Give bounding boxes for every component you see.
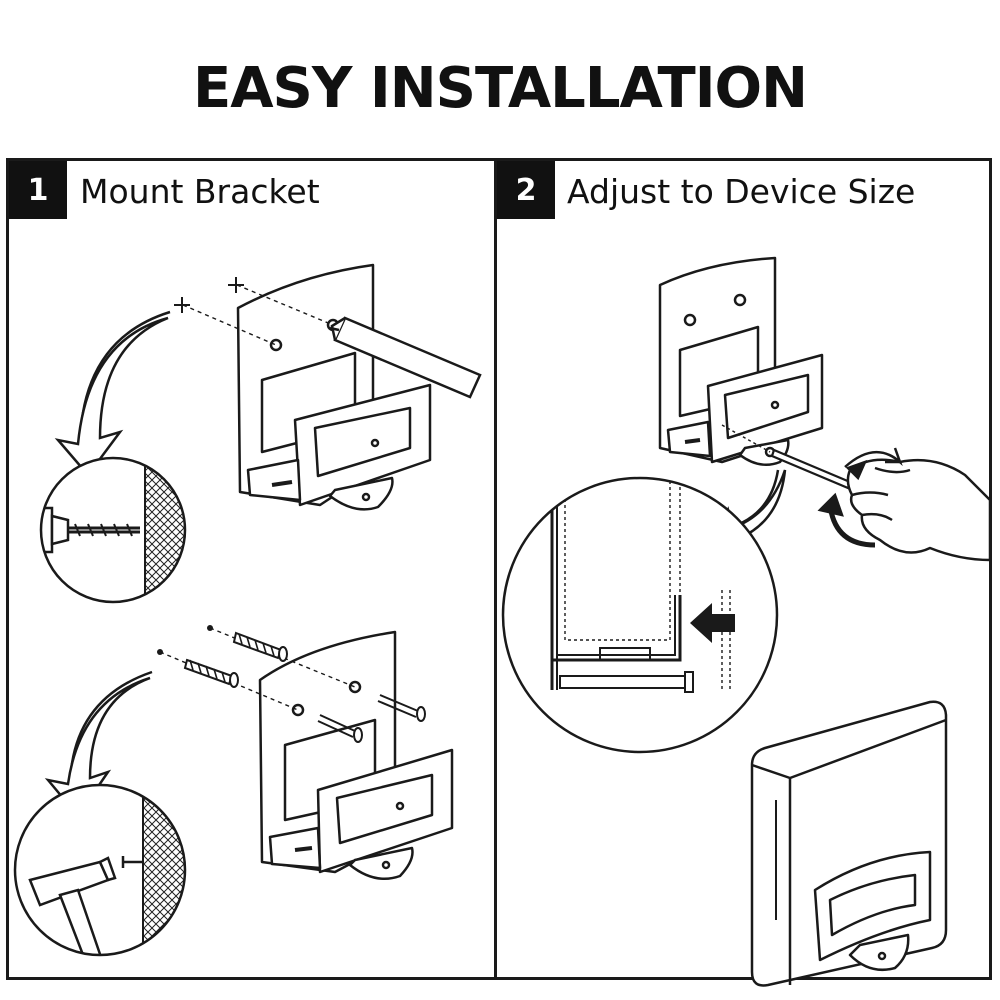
guide-lines: [182, 284, 334, 346]
bracket-icon: [236, 263, 432, 511]
panel-divider: [494, 158, 497, 980]
hammer-detail: [15, 785, 185, 955]
mini-pc-icon: [750, 700, 948, 987]
page-title: EASY INSTALLATION: [192, 56, 808, 121]
drill-detail: [41, 458, 185, 602]
adjust-detail: [503, 478, 777, 752]
bracket-icon: [258, 630, 454, 880]
bracket-icon: [658, 256, 824, 467]
rotate-arrows-icon: [817, 447, 903, 548]
step-1-number: 1: [9, 161, 67, 219]
wall-anchor-icon: [183, 631, 288, 688]
step-1-title: Mount Bracket: [80, 172, 320, 211]
mark-crosses: [174, 277, 244, 313]
step-2-number: 2: [497, 161, 555, 219]
pencil-icon: [329, 316, 482, 399]
hammer-icon: [28, 856, 117, 955]
instructions-frame: [6, 158, 992, 980]
hand-icon: [846, 458, 992, 562]
step-2-title: Adjust to Device Size: [567, 172, 916, 211]
screw-icon: [317, 694, 426, 743]
push-arrow-icon: [690, 603, 735, 643]
